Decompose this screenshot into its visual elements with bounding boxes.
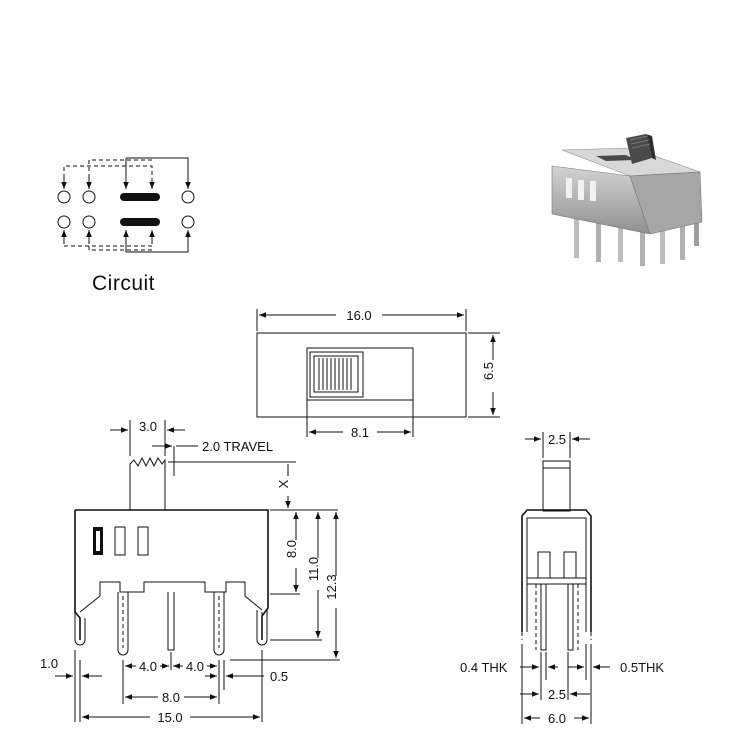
contact-bar-icon <box>120 193 160 201</box>
slot-width-dimension: 8.1 <box>351 425 369 440</box>
contact-bar-icon <box>120 218 160 226</box>
pitch-a-dimension: 4.0 <box>139 659 157 674</box>
x-dimension: X <box>276 479 291 488</box>
terminal-icon <box>57 190 71 204</box>
product-photo <box>551 134 703 266</box>
top-height-dimension: 6.5 <box>481 362 496 380</box>
circuit-diagram: Circuit <box>57 157 195 295</box>
end-view: 2.5 0.4 THK 0.5THK 2.5 6.0 <box>460 432 664 726</box>
knob-width-dimension: 3.0 <box>139 419 157 434</box>
total-width-dimension: 15.0 <box>157 710 182 725</box>
height-12-3-dimension: 12.3 <box>324 574 339 599</box>
pitch-b-dimension: 4.0 <box>186 659 204 674</box>
thickness-right-dimension: 0.5THK <box>620 660 664 675</box>
circuit-title: Circuit <box>92 272 155 295</box>
terminal-icon <box>57 215 71 229</box>
thickness-left-dimension: 0.4 THK <box>460 660 508 675</box>
terminal-icon <box>181 215 195 229</box>
end-knob-dimension: 2.5 <box>548 432 566 447</box>
top-width-dimension: 16.0 <box>346 308 371 323</box>
left-offset-dimension: 1.0 <box>40 656 58 671</box>
end-width-dimension: 6.0 <box>548 711 566 726</box>
top-view: 16.0 6.5 8.1 <box>256 308 500 440</box>
height-11-dimension: 11.0 <box>306 557 321 581</box>
end-pitch-dimension: 2.5 <box>548 687 566 702</box>
span-dimension: 8.0 <box>162 690 180 705</box>
knob-ridges-icon <box>318 358 352 390</box>
right-offset-dimension: 0.5 <box>270 669 288 684</box>
height-8-dimension: 8.0 <box>284 540 299 558</box>
terminal-icon <box>82 215 96 229</box>
terminal-icon <box>82 190 96 204</box>
terminal-icon <box>181 190 195 204</box>
travel-dimension: 2.0 TRAVEL <box>202 439 273 454</box>
side-view: 3.0 2.0 TRAVEL X 8.0 11.0 12.3 <box>40 419 340 725</box>
